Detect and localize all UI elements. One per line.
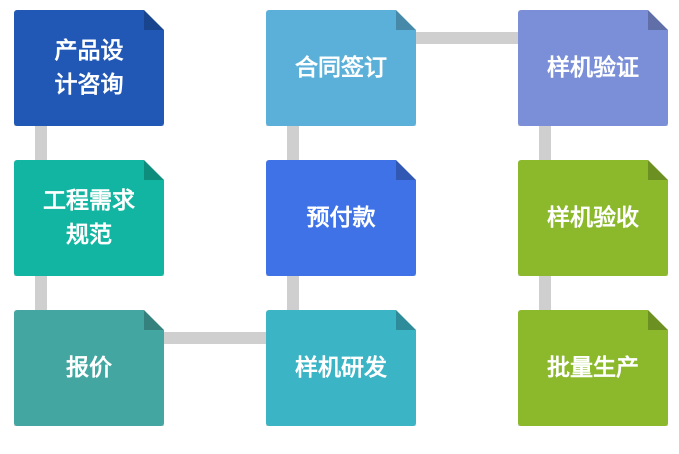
- step-label: 预付款: [306, 205, 376, 231]
- step-contract-signing: 合同签订: [266, 10, 416, 126]
- step-label: 工程需求 规范: [43, 188, 135, 248]
- connector-prepayment-to-contract: [287, 126, 299, 162]
- step-label: 样机验证: [547, 55, 639, 81]
- step-sample-acceptance: 样机验收: [518, 160, 668, 276]
- folded-corner-icon: [648, 310, 668, 330]
- step-quotation: 报价: [14, 310, 164, 426]
- step-label: 报价: [66, 355, 112, 381]
- step-sample-verification: 样机验证: [518, 10, 668, 126]
- step-sample-development: 样机研发: [266, 310, 416, 426]
- folded-corner-icon: [144, 160, 164, 180]
- folded-corner-icon: [396, 160, 416, 180]
- folded-corner-icon: [648, 10, 668, 30]
- connector-consult-to-requirements: [35, 126, 47, 162]
- folded-corner-icon: [144, 310, 164, 330]
- folded-corner-icon: [396, 310, 416, 330]
- connector-requirements-to-quotation: [35, 276, 47, 312]
- step-label: 样机验收: [547, 205, 639, 231]
- step-label: 合同签订: [295, 55, 387, 81]
- step-mass-production: 批量生产: [518, 310, 668, 426]
- connector-contract-to-verification: [415, 32, 519, 44]
- step-product-design-consult: 产品设 计咨询: [14, 10, 164, 126]
- step-label: 产品设 计咨询: [54, 38, 124, 98]
- connector-quotation-to-development: [163, 332, 267, 344]
- step-engineering-requirements: 工程需求 规范: [14, 160, 164, 276]
- connector-development-to-prepayment: [287, 276, 299, 312]
- step-label: 样机研发: [295, 355, 387, 381]
- folded-corner-icon: [396, 10, 416, 30]
- connector-acceptance-to-production: [539, 276, 551, 312]
- step-prepayment: 预付款: [266, 160, 416, 276]
- folded-corner-icon: [144, 10, 164, 30]
- folded-corner-icon: [648, 160, 668, 180]
- step-label: 批量生产: [547, 355, 639, 381]
- connector-verification-to-acceptance: [539, 126, 551, 162]
